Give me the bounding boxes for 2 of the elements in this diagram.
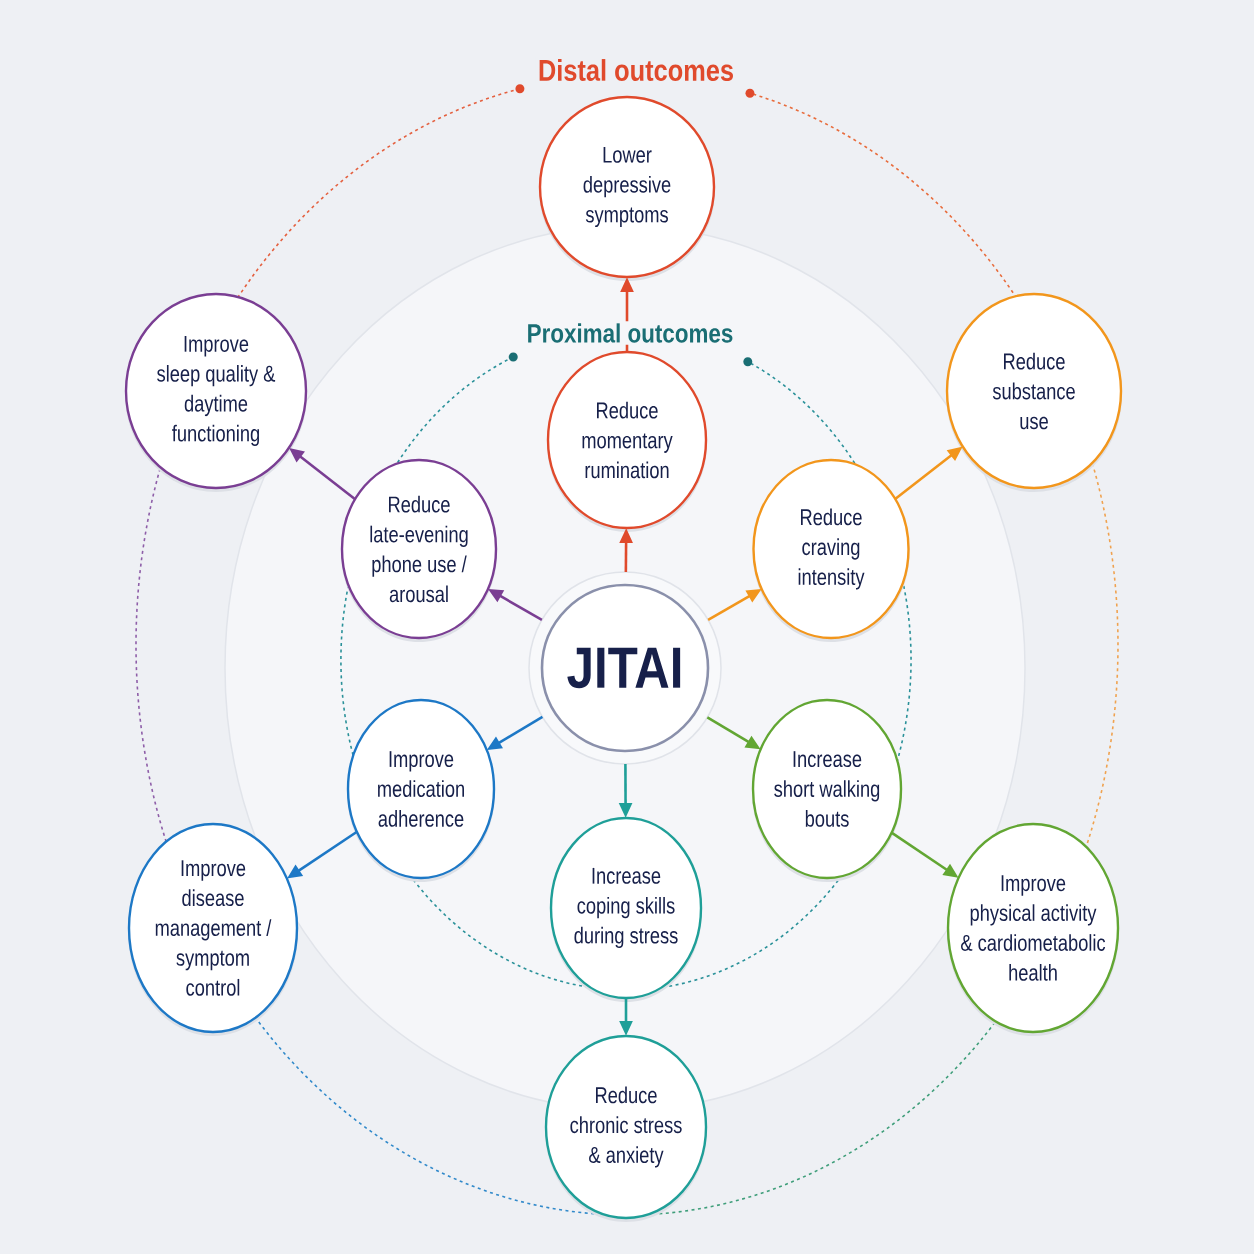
ring-label: Proximal outcomes [524, 321, 736, 345]
ring-label: Distal outcomes [535, 57, 737, 83]
